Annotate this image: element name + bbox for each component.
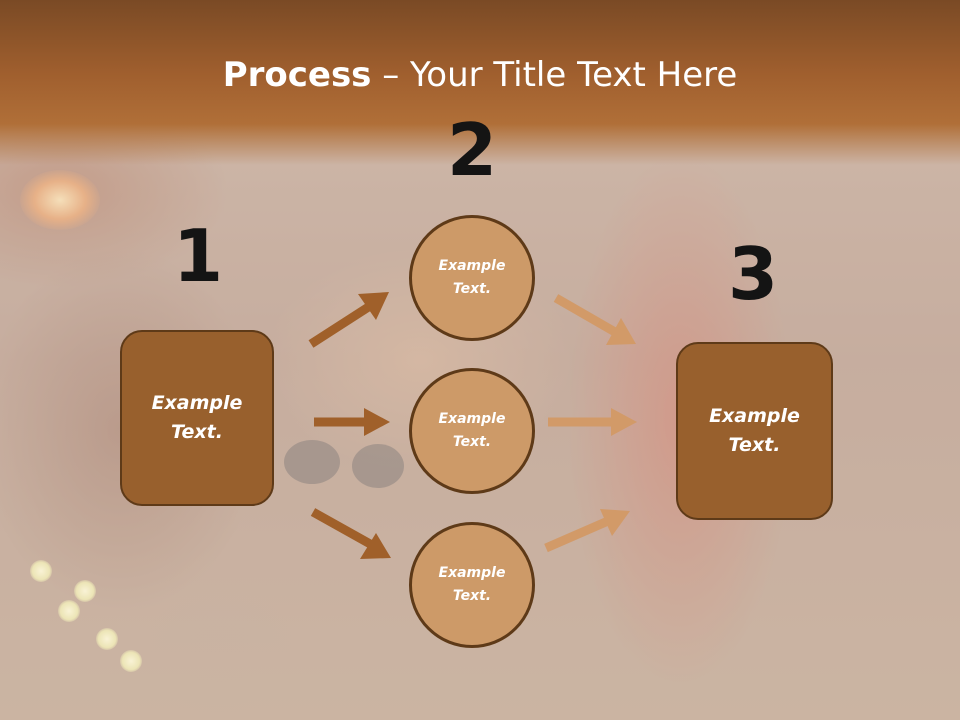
arrow-left-to-middle bbox=[314, 408, 390, 436]
flower-decoration bbox=[120, 650, 142, 672]
hot-stone bbox=[352, 444, 404, 488]
step-number-1: 1 bbox=[172, 214, 224, 298]
page-title: Process – Your Title Text Here bbox=[0, 54, 960, 96]
circle-top-text: Example Text. bbox=[438, 258, 506, 297]
title-band bbox=[0, 0, 960, 165]
process-circle-top: Example Text. bbox=[409, 215, 535, 341]
arrow-bottom-to-right bbox=[544, 509, 630, 553]
flower-decoration bbox=[74, 580, 96, 602]
flower-decoration bbox=[58, 600, 80, 622]
hot-stone bbox=[284, 440, 340, 484]
title-rest: – Your Title Text Here bbox=[371, 55, 738, 95]
circle-middle-text: Example Text. bbox=[438, 411, 506, 450]
process-box-right: Example Text. bbox=[676, 342, 833, 520]
flower-decoration bbox=[96, 628, 118, 650]
arrow-middle-to-right bbox=[548, 408, 637, 436]
box-left-text: Example Text. bbox=[151, 392, 243, 443]
arrow-left-to-bottom bbox=[310, 508, 391, 559]
flower-decoration bbox=[30, 560, 52, 582]
step-number-2: 2 bbox=[446, 108, 498, 192]
box-right-text: Example Text. bbox=[709, 405, 800, 456]
candle-image bbox=[20, 170, 100, 230]
title-bold: Process bbox=[222, 55, 372, 95]
process-circle-middle: Example Text. bbox=[409, 368, 535, 494]
arrow-left-to-top bbox=[308, 292, 389, 348]
process-box-left: Example Text. bbox=[120, 330, 274, 506]
step-number-3: 3 bbox=[727, 232, 779, 316]
circle-bottom-text: Example Text. bbox=[438, 565, 506, 604]
process-circle-bottom: Example Text. bbox=[409, 522, 535, 648]
arrow-top-to-right bbox=[553, 294, 636, 345]
